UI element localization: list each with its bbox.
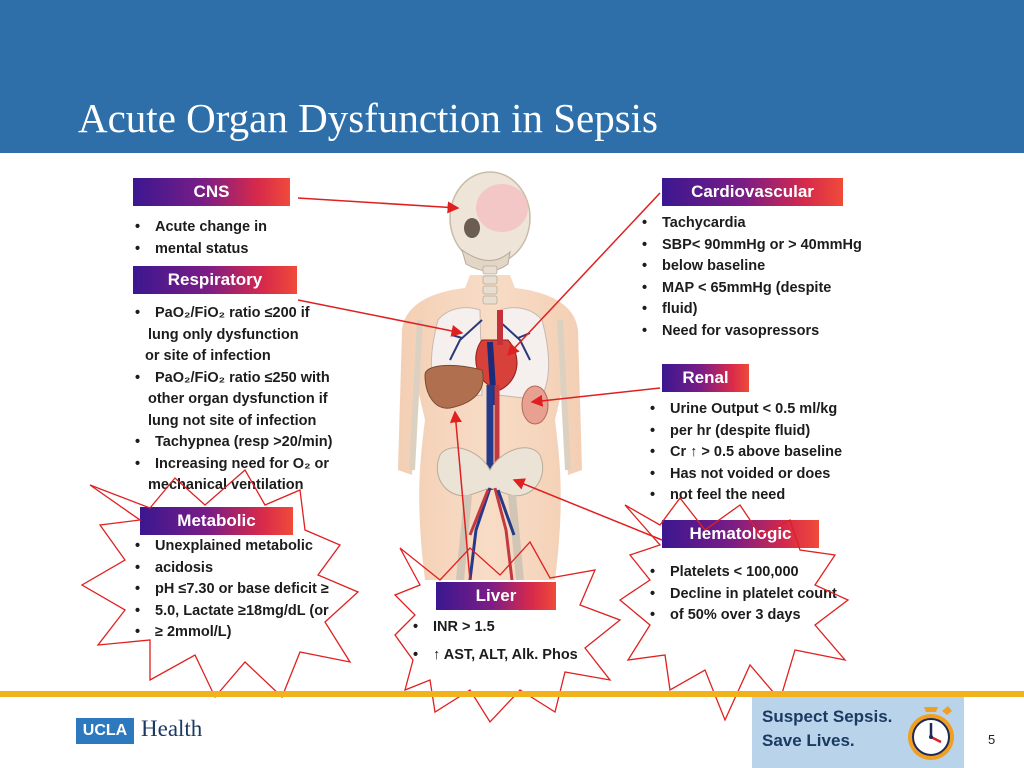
cns-list: Acute change in mental status: [133, 217, 373, 260]
title-bar: Acute Organ Dysfunction in Sepsis: [0, 0, 1024, 153]
list-item: Has not voided or does: [648, 464, 908, 486]
list-item: mechanical ventilation: [148, 477, 304, 493]
list-item: lung not site of infection: [148, 412, 317, 429]
cardiovascular-banner: Cardiovascular: [662, 178, 843, 206]
stopwatch-icon: [908, 706, 954, 760]
list-item: not feel the need: [648, 485, 908, 507]
campaign-badge: Suspect Sepsis. Save Lives.: [752, 697, 964, 768]
list-item: SBP< 90mmHg or > 40mmHg: [640, 235, 900, 257]
liver-banner: Liver: [436, 582, 556, 610]
cns-title: CNS: [193, 182, 230, 201]
list-item: or site of infection: [145, 348, 271, 364]
respiratory-title: Respiratory: [167, 270, 263, 289]
page-number: 5: [988, 732, 996, 747]
list-item: Cr ↑ > 0.5 above baseline: [648, 442, 908, 464]
list-item: 5.0, Lactate ≥18mg/dL (or: [133, 601, 373, 623]
renal-banner: Renal: [662, 364, 749, 392]
list-item: mental status: [133, 239, 373, 261]
campaign-line-2: Save Lives.: [762, 731, 855, 750]
cardiovascular-list: Tachycardia SBP< 90mmHg or > 40mmHg belo…: [640, 213, 900, 342]
list-item: per hr (despite fluid): [648, 421, 908, 443]
hematologic-title: Hematologic: [689, 524, 792, 543]
list-item: Platelets < 100,000: [648, 562, 888, 584]
list-item: Acute change in: [133, 217, 373, 239]
list-item: Decline in platelet count: [648, 584, 888, 606]
list-item: pH ≤7.30 or base deficit ≥: [133, 579, 373, 601]
list-item: PaO₂/FiO₂ ratio ≤250 with: [133, 368, 393, 390]
list-item: ↑ AST, ALT, Alk. Phos: [411, 641, 611, 669]
renal-title: Renal: [682, 368, 729, 387]
liver-title: Liver: [475, 586, 517, 605]
list-item: acidosis: [133, 558, 373, 580]
list-item: Increasing need for O₂ or: [133, 454, 393, 476]
ucla-logo-box: UCLA: [76, 718, 134, 744]
liver-list: INR > 1.5 ↑ AST, ALT, Alk. Phos: [411, 613, 611, 669]
list-item: lung only dysfunction: [148, 326, 299, 343]
cardiovascular-title: Cardiovascular: [691, 182, 814, 201]
list-item: ≥ 2mmol/L): [133, 622, 373, 644]
list-item: Tachypnea (resp >20/min): [133, 432, 393, 454]
hematologic-list: Platelets < 100,000 Decline in platelet …: [648, 562, 888, 627]
list-item: other organ dysfunction if: [148, 391, 328, 407]
metabolic-list: Unexplained metabolic acidosis pH ≤7.30 …: [133, 536, 373, 644]
ucla-health-wordmark: Health: [141, 716, 203, 741]
list-item: MAP < 65mmHg (despite: [640, 278, 900, 300]
list-item: Tachycardia: [640, 213, 900, 235]
hematologic-banner: Hematologic: [662, 520, 819, 548]
list-item: Urine Output < 0.5 ml/kg: [648, 399, 908, 421]
list-item: fluid): [640, 299, 900, 321]
footer-accent-line: [0, 691, 1024, 697]
list-item: of 50% over 3 days: [648, 605, 888, 627]
metabolic-banner: Metabolic: [140, 507, 293, 535]
metabolic-title: Metabolic: [177, 511, 256, 530]
list-item: INR > 1.5: [411, 613, 611, 641]
respiratory-list: PaO₂/FiO₂ ratio ≤200 if lung only dysfun…: [133, 303, 393, 497]
list-item: Need for vasopressors: [640, 321, 900, 343]
list-item: PaO₂/FiO₂ ratio ≤200 if: [133, 303, 393, 325]
respiratory-banner: Respiratory: [133, 266, 297, 294]
page-title: Acute Organ Dysfunction in Sepsis: [78, 95, 659, 141]
cns-banner: CNS: [133, 178, 290, 206]
list-item: Unexplained metabolic: [133, 536, 373, 558]
list-item: below baseline: [640, 256, 900, 278]
renal-list: Urine Output < 0.5 ml/kg per hr (despite…: [648, 399, 908, 507]
anatomy-figure: [398, 171, 582, 580]
ucla-logo-text: UCLA: [82, 722, 128, 739]
campaign-line-1: Suspect Sepsis.: [762, 707, 893, 726]
